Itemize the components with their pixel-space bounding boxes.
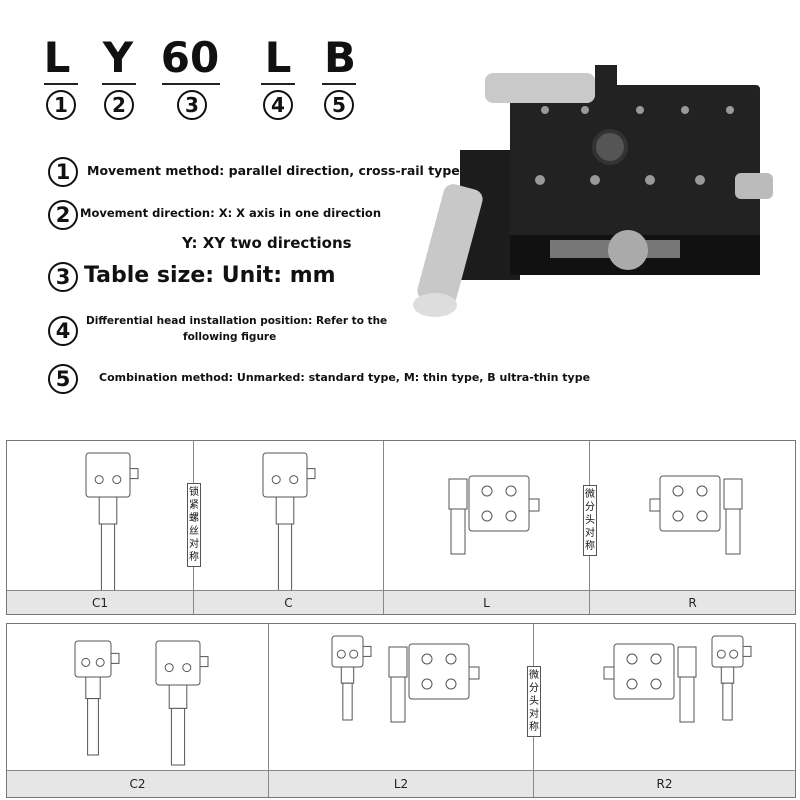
stage-drawing (711, 635, 752, 721)
code-part: 60 (160, 33, 220, 82)
stage-drawing (155, 640, 209, 766)
stage-drawing (262, 452, 316, 598)
config-cell-c1 (7, 441, 194, 614)
config-label: L (384, 591, 590, 614)
config-label: C (194, 591, 384, 614)
config-label: R (688, 596, 697, 610)
description-text: Movement direction: X: X axis in one dir… (80, 206, 382, 220)
index-circle: 3 (177, 90, 207, 120)
config-label: L2 (269, 771, 534, 797)
config-cell-l2 (269, 624, 534, 797)
stage-drawing (448, 475, 540, 555)
code-part: B (323, 33, 356, 82)
description-text: following figure (183, 331, 277, 343)
product-photo (413, 65, 773, 317)
config-label: C2 (7, 771, 269, 797)
config-cell-c2 (7, 624, 269, 797)
index-circle: 3 (48, 262, 78, 292)
index-circle: 1 (46, 90, 76, 120)
stage-drawing (388, 643, 480, 723)
symmetry-label: 微分头对称 (583, 485, 597, 556)
config-cell-l (384, 441, 590, 614)
symmetry-label: 微分头对称 (527, 666, 541, 737)
config-cell-c (194, 441, 384, 614)
config-cell-r (590, 441, 797, 614)
divider (44, 83, 78, 85)
index-circle: 5 (48, 364, 78, 394)
stage-drawing (74, 640, 120, 756)
divider (322, 83, 356, 85)
divider (102, 83, 136, 85)
description-text: Y: XY two directions (182, 234, 352, 252)
index-circle: 5 (324, 90, 354, 120)
code-part: L (43, 33, 71, 82)
index-circle: 2 (104, 90, 134, 120)
description-text: Differential head installation position:… (86, 315, 388, 327)
index-circle: 1 (48, 157, 78, 187)
code-part: Y (102, 33, 134, 82)
stage-drawing (603, 643, 697, 723)
index-circle: 2 (48, 200, 78, 230)
index-circle: 4 (263, 90, 293, 120)
divider (162, 83, 220, 85)
config-label: C1 (7, 591, 194, 614)
description-text: Movement method: parallel direction, cro… (87, 163, 460, 178)
config-cell-r2 (534, 624, 797, 797)
divider (261, 83, 295, 85)
stage-drawing (649, 475, 743, 555)
mount-position-panel-1: 锁紧螺丝对称 微分头对称 C1 C L R (6, 440, 796, 615)
stage-drawing (331, 635, 372, 721)
description-text: Table size: Unit: mm (84, 263, 336, 288)
mount-position-panel-2: 微分头对称 C2 L2 R2 (6, 623, 796, 798)
code-part: L (264, 33, 292, 82)
config-label: R2 (656, 777, 673, 791)
description-text: Combination method: Unmarked: standard t… (99, 371, 591, 384)
symmetry-label: 锁紧螺丝对称 (187, 483, 201, 567)
index-circle: 4 (48, 316, 78, 346)
stage-drawing (85, 452, 139, 598)
